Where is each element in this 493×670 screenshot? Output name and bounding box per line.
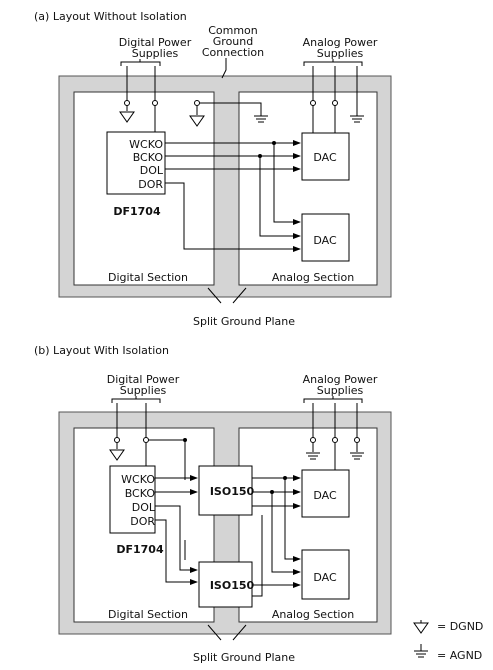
panel-a-analog-supplies-label-1: Analog Power: [303, 36, 378, 49]
panel-b-dac-2-label: DAC: [313, 571, 337, 584]
panel-b-dsupply-node-2: [143, 437, 149, 443]
panel-a-caption: (a) Layout Without Isolation: [34, 10, 187, 23]
panel-b-digital-supplies-label-1: Digital Power: [107, 373, 180, 386]
panel-b-wire-dol: [155, 505, 198, 573]
panel-b-wire-dor: [155, 519, 198, 585]
panel-b-analog-section-label: Analog Section: [272, 608, 354, 621]
panel-b-iso-2: [198, 561, 253, 608]
panel-b-pin-dor: DOR: [130, 515, 155, 528]
panel-a-dgnd-icon-2: [189, 115, 205, 127]
panel-b-dac-1-label: DAC: [313, 489, 337, 502]
panel-a-dgnd-icon-1: [119, 111, 135, 123]
panel-b-analog-supplies-label-1: Analog Power: [303, 373, 378, 386]
panel-b-wire-iso1-dac2-b: [271, 492, 301, 575]
panel-a-common-ground-label-2: Ground: [213, 35, 253, 48]
panel-b-agnd-icon-1: [306, 452, 320, 460]
panel-b-asupply-node-1: [310, 437, 316, 443]
panel-b-iso-1: [198, 465, 253, 516]
panel-a-dac-1-label: DAC: [313, 151, 337, 164]
legend: = DGND = AGND: [413, 620, 483, 662]
panel-a-split-plane-label: Split Ground Plane: [193, 315, 295, 328]
panel-a-common-ground-node: [194, 100, 200, 106]
panel-a-common-ground-wire: [199, 102, 262, 116]
panel-a-common-ground-label-1: Common: [208, 24, 258, 37]
panel-a-analog-supplies-label-2: Supplies: [317, 47, 364, 60]
panel-a-dsupply-node-1: [124, 100, 130, 106]
panel-b-dac-2: [301, 549, 350, 600]
panel-a-dac-2: [301, 213, 350, 262]
panel-b-agnd-icon-2: [350, 452, 364, 460]
panel-a-analog-section-label: Analog Section: [272, 271, 354, 284]
panel-a-dac-2-label: DAC: [313, 234, 337, 247]
panel-a-agnd-icon-1: [254, 115, 268, 123]
panel-b-chip-name: DF1704: [116, 543, 164, 556]
panel-a-digital-supplies-label-2: Supplies: [132, 47, 179, 60]
panel-a-dsupply-node-2: [152, 100, 158, 106]
panel-b-split-plane-label: Split Ground Plane: [193, 651, 295, 664]
panel-a-digital-brace: [120, 59, 161, 66]
panel-a-wire-wcko-dac2: [273, 143, 301, 225]
panel-a-chip: [106, 131, 166, 195]
panel-a-common-ground-label-3: Connection: [202, 46, 264, 59]
panel-a-pin-wcko: WCKO: [129, 138, 163, 151]
panel-b-wire-iso2-supply: [252, 515, 263, 597]
panel-b-chip: [109, 465, 156, 534]
panel-b-analog-supplies-label-2: Supplies: [317, 384, 364, 397]
panel-b-dsupply-node-1: [114, 437, 120, 443]
panel-a-dac-1: [301, 132, 350, 181]
dgnd-icon: [413, 622, 429, 634]
panel-a-chip-name: DF1704: [113, 205, 161, 218]
legend-dgnd-label: = DGND: [437, 620, 483, 633]
panel-b-digital-brace: [111, 396, 161, 403]
panel-b-dgnd-icon-1: [109, 449, 125, 461]
panel-b-pin-dol: DOL: [132, 501, 156, 514]
panel-a-digital-section-label: Digital Section: [108, 271, 188, 284]
panel-a-wire-dor: [165, 182, 301, 252]
panel-a-asupply-node-2: [332, 100, 338, 106]
panel-b-pin-bcko: BCKO: [125, 487, 156, 500]
panel-b-analog-brace: [303, 396, 363, 403]
panel-a-agnd-icon-2: [350, 115, 364, 123]
panel-b-iso-2-label: ISO150: [210, 579, 255, 592]
panel-a-pin-dol: DOL: [140, 164, 164, 177]
panel-b-caption: (b) Layout With Isolation: [34, 344, 169, 357]
panel-a-common-ground-pointer: [221, 58, 227, 79]
panel-a-analog-brace: [303, 59, 363, 66]
legend-agnd-label: = AGND: [437, 649, 482, 662]
panel-a-wire-bcko-dac2: [259, 156, 301, 239]
agnd-icon: [414, 650, 428, 658]
panel-b-asupply-node-2: [332, 437, 338, 443]
panel-b-iso-1-label: ISO150: [210, 485, 255, 498]
panel-b-digital-section-label: Digital Section: [108, 608, 188, 621]
panel-b: (b) Layout With Isolation Digital Power …: [34, 344, 392, 664]
panel-a: (a) Layout Without Isolation Digital Pow…: [34, 10, 392, 328]
panel-b-dac-1: [301, 469, 350, 518]
panel-a-digital-supplies-label-1: Digital Power: [119, 36, 192, 49]
panel-b-pin-wcko: WCKO: [121, 473, 155, 486]
panel-a-pin-bcko: BCKO: [133, 151, 164, 164]
panel-a-asupply-node-1: [310, 100, 316, 106]
panel-a-pin-dor: DOR: [138, 178, 163, 191]
panel-b-digital-supplies-label-2: Supplies: [120, 384, 167, 397]
panel-b-asupply-node-3: [354, 437, 360, 443]
panel-b-wire-iso1-dac2-a: [284, 478, 301, 562]
